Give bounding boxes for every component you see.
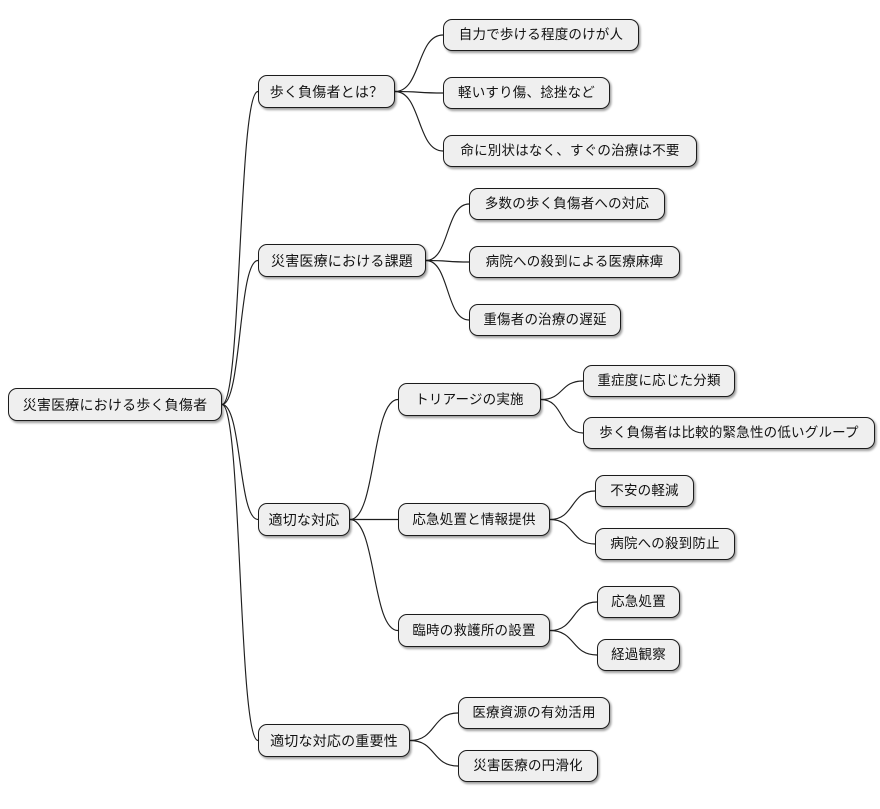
edge-root-to-b1 [221, 90, 259, 406]
mindmap-node-b3s1c1[interactable]: 重症度に応じた分類 [583, 365, 735, 397]
mindmap-node-b1c1[interactable]: 自力で歩ける程度のけが人 [443, 19, 639, 51]
mindmap-node-b3s3c1[interactable]: 応急処置 [597, 586, 680, 618]
edge-b3-to-b3s3 [349, 518, 399, 632]
node-label: 軽いすり傷、捻挫など [458, 85, 595, 101]
mindmap-node-b2c3[interactable]: 重傷者の治療の遅延 [469, 304, 621, 336]
node-label: トリアージの実施 [415, 391, 524, 407]
mindmap-node-b3s2c1[interactable]: 不安の軽減 [595, 475, 694, 507]
node-label: 歩く負傷者とは？ [269, 83, 384, 100]
mindmap-node-b3s3c2[interactable]: 経過観察 [597, 639, 680, 671]
mindmap-node-b1c2[interactable]: 軽いすり傷、捻挫など [443, 77, 610, 109]
node-label: 自力で歩ける程度のけが人 [458, 27, 624, 43]
node-label: 重傷者の治療の遅延 [483, 312, 607, 328]
node-label: 災害医療の円滑化 [473, 758, 583, 774]
node-label: 経過観察 [611, 647, 666, 663]
edge-b3-to-b3s1 [349, 398, 399, 521]
edge-b3s2-to-b3s2c2 [549, 518, 596, 545]
edge-b4-to-b4c1 [409, 712, 459, 742]
edge-b2-to-b2c2 [425, 259, 470, 263]
node-label: 適切な対応の重要性 [270, 732, 398, 749]
mindmap-node-b3s2[interactable]: 応急処置と情報提供 [398, 503, 550, 536]
mindmap-node-b2c2[interactable]: 病院への殺到による医療麻痺 [469, 246, 680, 278]
node-label: 多数の歩く負傷者への対応 [484, 196, 650, 212]
edge-b3s3-to-b3s3c1 [549, 601, 598, 632]
mindmap-node-b3s3[interactable]: 臨時の救護所の設置 [398, 614, 550, 647]
node-label: 命に別状はなく、すぐの治療は不要 [460, 143, 680, 159]
edge-b3s3-to-b3s3c2 [549, 629, 598, 656]
node-label: 応急処置 [611, 594, 666, 610]
node-label: 重症度に応じた分類 [597, 373, 721, 389]
node-label: 臨時の救護所の設置 [412, 622, 536, 638]
edge-b2-to-b2c3 [425, 259, 470, 321]
edge-b1-to-b1c1 [394, 34, 444, 93]
edge-b1-to-b1c2 [394, 90, 444, 94]
edge-root-to-b3 [221, 403, 259, 521]
node-label: 医療資源の有効活用 [472, 705, 596, 721]
node-label: 不安の軽減 [610, 483, 679, 499]
node-label: 災害医療における課題 [271, 252, 413, 269]
mindmap-node-b1[interactable]: 歩く負傷者とは？ [258, 75, 395, 108]
edge-b3s2-to-b3s2c1 [549, 490, 596, 521]
mindmap-node-b2c1[interactable]: 多数の歩く負傷者への対応 [469, 188, 665, 220]
edge-b3s1-to-b3s1c1 [540, 380, 584, 401]
edge-b4-to-b4c2 [409, 739, 459, 767]
edge-b1-to-b1c3 [394, 90, 444, 152]
node-label: 病院への殺到防止 [610, 536, 720, 552]
mindmap-node-b1c3[interactable]: 命に別状はなく、すぐの治療は不要 [443, 135, 697, 167]
mindmap-node-b3s2c2[interactable]: 病院への殺到防止 [595, 528, 735, 560]
mindmap-node-b3s1[interactable]: トリアージの実施 [398, 383, 541, 416]
node-label: 適切な対応 [268, 511, 340, 528]
mindmap-node-b2[interactable]: 災害医療における課題 [258, 244, 426, 277]
mindmap-node-b3s1c2[interactable]: 歩く負傷者は比較的緊急性の低いグループ [583, 417, 875, 449]
mindmap-root-node[interactable]: 災害医療における歩く負傷者 [8, 388, 222, 421]
node-label: 歩く負傷者は比較的緊急性の低いグループ [599, 425, 859, 441]
mindmap-node-b3[interactable]: 適切な対応 [258, 503, 350, 536]
mindmap-node-b4c2[interactable]: 災害医療の円滑化 [458, 750, 598, 782]
edge-b3s1-to-b3s1c2 [540, 398, 584, 434]
edge-b2-to-b2c1 [425, 203, 470, 262]
node-label: 災害医療における歩く負傷者 [22, 396, 208, 413]
mindmap-node-b4[interactable]: 適切な対応の重要性 [258, 724, 410, 757]
edge-root-to-b2 [221, 259, 259, 406]
edge-root-to-b4 [221, 403, 259, 742]
mindmap-node-b4c1[interactable]: 医療資源の有効活用 [458, 697, 610, 729]
node-label: 病院への殺到による医療麻痺 [485, 254, 664, 270]
node-label: 応急処置と情報提供 [412, 511, 536, 527]
